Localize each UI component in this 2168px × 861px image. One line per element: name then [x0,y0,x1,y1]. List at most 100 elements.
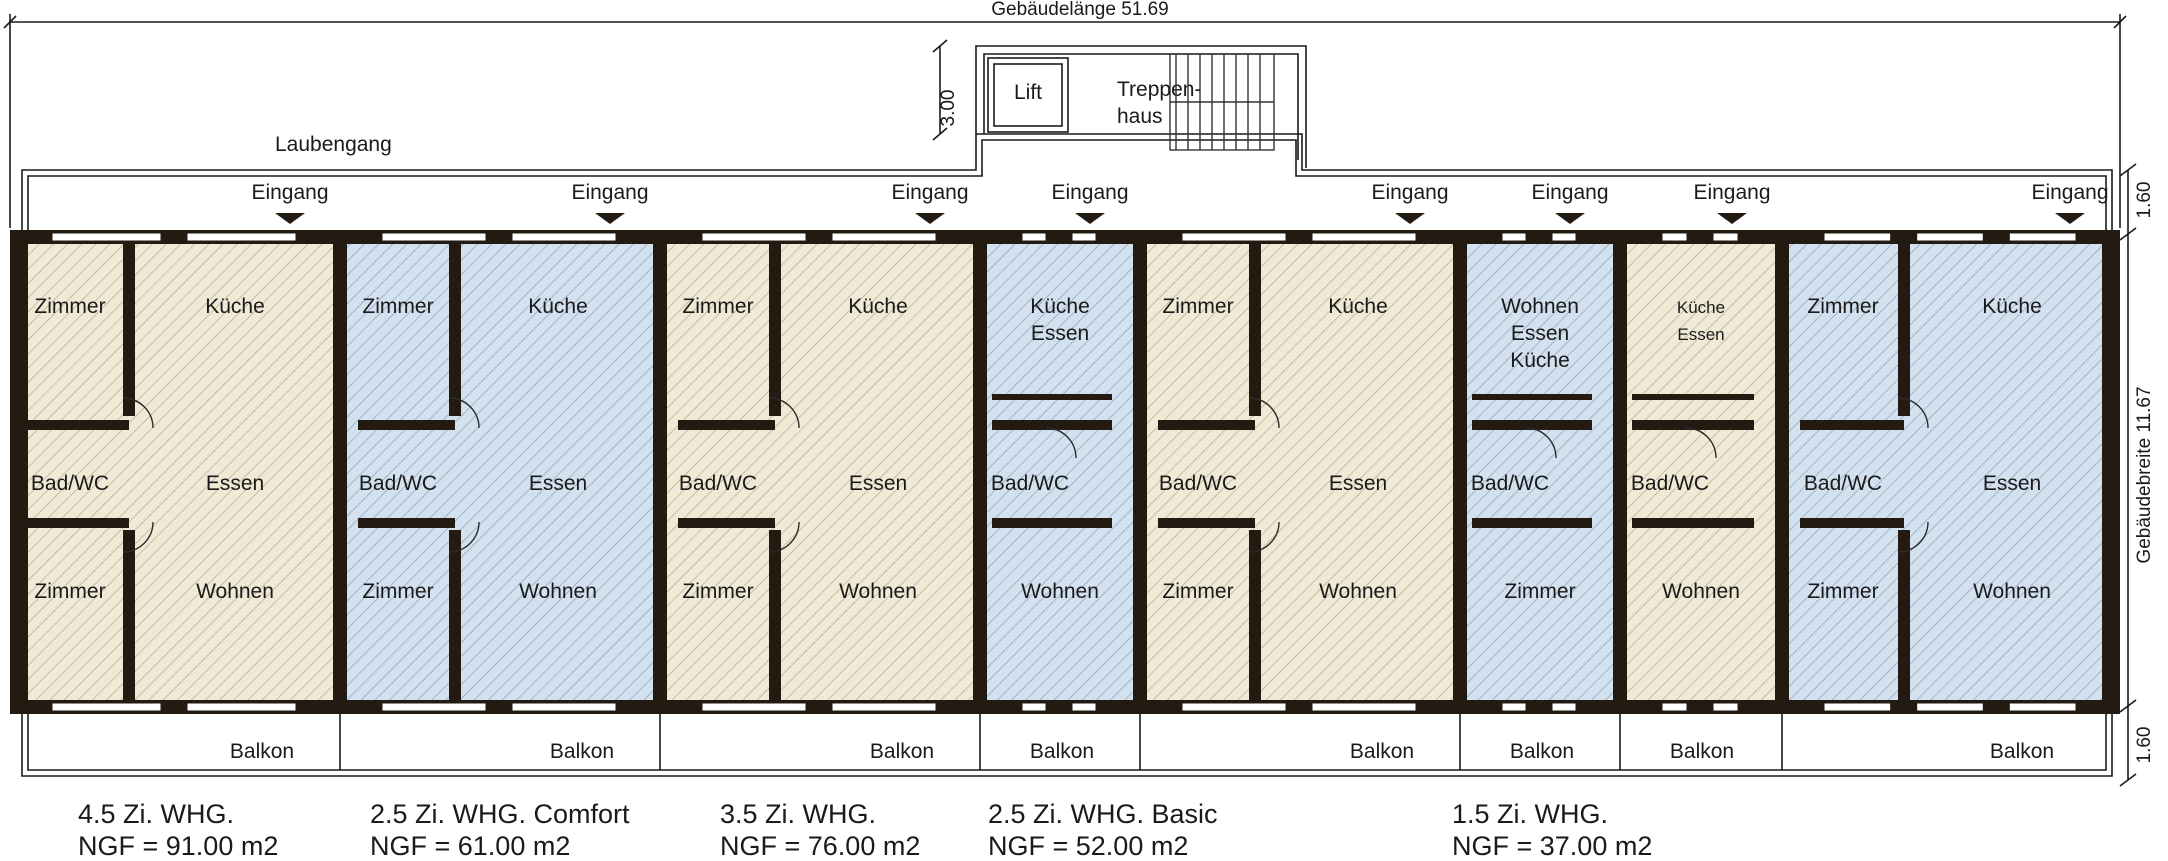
facade-wall-bottom [10,700,2120,714]
room-label-zimmer: Zimmer [34,295,105,318]
room-label-zimmer: Zimmer [682,295,753,318]
interior-wall [992,518,1112,528]
party-wall [1775,230,1789,714]
entrance-marker: Eingang [1531,181,1609,224]
window-opening [1712,232,1739,242]
window-opening [1916,232,1984,242]
door-swing-icon [448,397,480,429]
balcony-label: Balkon [1510,740,1574,763]
entrance-arrow-icon [1717,213,1747,224]
window-opening [1021,702,1047,712]
window-opening [1661,232,1688,242]
door-swing-icon [1045,427,1077,459]
legend-item: 2.5 Zi. WHG. Basic NGF = 52.00 m2 [988,799,1218,861]
facade-wall-top [10,230,2120,244]
unit-floor [980,236,1140,708]
interior-wall [28,518,129,528]
window-opening [1823,702,1892,712]
interior-wall [769,236,781,416]
interior-wall [123,236,135,416]
party-wall [1133,230,1147,714]
entrance-arrow-icon [1395,213,1425,224]
door-swing-icon [1685,427,1717,459]
corridor: Laubengang [21,133,2113,230]
entrance-marker: Eingang [1051,181,1129,224]
window-opening [381,232,487,242]
room-label-zimmer: Zimmer [362,580,433,603]
entrance-arrow-icon [915,213,945,224]
window-opening [186,702,297,712]
room-label-living: Wohnen [1319,580,1397,603]
interior-wall [28,420,129,430]
door-swing-icon [1897,397,1929,429]
legend: 4.5 Zi. WHG. NGF = 91.00 m2 2.5 Zi. WHG.… [78,799,1652,861]
door-swing-icon [122,521,154,553]
room-label-living: Zimmer [1504,580,1575,603]
interior-wall [1158,420,1255,430]
room-label-kitchen: Küche [1510,349,1570,372]
legend-name: 3.5 Zi. WHG. [720,799,876,829]
interior-wall [1898,236,1910,416]
window-opening [511,232,617,242]
legend-name: 2.5 Zi. WHG. Basic [988,799,1218,829]
interior-wall [678,518,775,528]
room-label-bath: Bad/WC [1631,472,1709,495]
building-width-label: Gebäudebreite 11.67 [2134,386,2155,563]
unit-floor [340,236,660,708]
interior-wall [1632,518,1754,528]
window-opening [1712,702,1739,712]
interior-wall [1472,518,1592,528]
unit-floor [1140,236,1460,708]
entrance-label: Eingang [2031,181,2108,204]
room-label-kitchen: Küche [848,295,908,318]
party-wall [653,230,667,714]
legend-name: 1.5 Zi. WHG. [1452,799,1608,829]
room-label-kitchen: Wohnen [1501,295,1579,318]
room-label-zimmer: Zimmer [1162,295,1233,318]
room-label-zimmer: Zimmer [682,580,753,603]
room-label-zimmer: Zimmer [1162,580,1233,603]
unit-floor [1620,236,1782,708]
interior-wall [358,518,455,528]
window-opening [51,232,162,242]
room-label-bath: Bad/WC [1159,472,1237,495]
window-opening [1501,232,1527,242]
stairwell-block: Lift Treppen- haus 3.00 [932,39,1307,168]
legend-item: 2.5 Zi. WHG. Comfort NGF = 61.00 m2 [370,799,630,861]
window-opening [1021,232,1047,242]
room-label-living: Wohnen [196,580,274,603]
stair-depth-label: 3.00 [938,90,959,127]
room-label-bath: Bad/WC [1804,472,1882,495]
stair-treads [1169,53,1275,151]
interior-wall [1632,420,1754,430]
room-label-kitchen: Küche [528,295,588,318]
window-opening [51,702,162,712]
room-label-kitchen: Essen [1031,322,1089,345]
window-opening [1823,232,1892,242]
entrance-arrow-icon [1555,213,1585,224]
interior-wall [1800,420,1904,430]
entrance-label: Eingang [891,181,968,204]
interior-wall [1249,530,1261,708]
door-swing-icon [1248,397,1280,429]
interior-wall [1800,518,1904,528]
unit-floor [1460,236,1620,708]
window-opening [701,702,807,712]
window-opening [381,702,487,712]
room-label-bath: Bad/WC [991,472,1069,495]
interior-wall [449,530,461,708]
balcony-label: Balkon [230,740,294,763]
door-swing-icon [1897,521,1929,553]
width-dimensions: 1.60 Gebäudebreite 11.67 1.60 [2119,163,2155,787]
legend-area: NGF = 91.00 m2 [78,831,278,861]
room-label-kitchen: Essen [1511,322,1569,345]
door-swing-icon [448,521,480,553]
balcony-band [21,712,2113,777]
window-opening [1071,232,1097,242]
legend-area: NGF = 52.00 m2 [988,831,1188,861]
party-wall [333,230,347,714]
window-opening [2008,702,2077,712]
